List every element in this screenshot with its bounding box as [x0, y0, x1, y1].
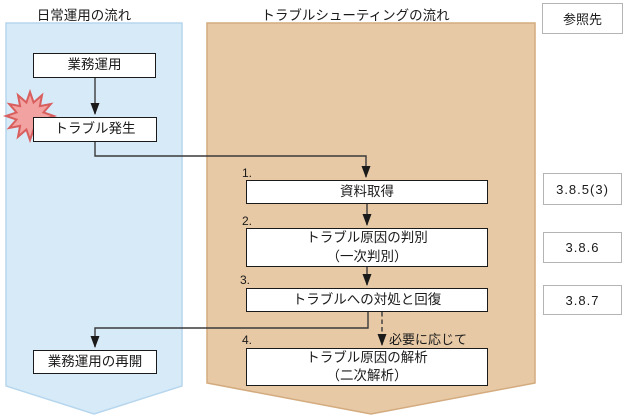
node-step2-label-line2: （一次判別） [326, 248, 408, 264]
step-number-3: 3. [240, 273, 251, 287]
arrow-step3-to-resume [90, 312, 369, 348]
daily-lane-title: 日常運用の流れ [36, 8, 132, 23]
node-business-operation-resume: 業務運用の再開 [33, 350, 157, 374]
node-step2-label-line1: トラブル原因の判別 [306, 230, 428, 246]
reference-box-1: 3.8.5(3) [543, 173, 622, 205]
node-step1-label: 資料取得 [340, 183, 394, 199]
reference-header-box: 参照先 [542, 3, 623, 34]
node-step2-determine-cause: トラブル原因の判別 （一次判別） [246, 228, 488, 267]
node-step4-label-line2: （二次解析） [326, 368, 408, 383]
node-trouble-occurred-label: トラブル発生 [54, 121, 136, 137]
node-step4-label-line1: トラブル原因の解析 [306, 349, 428, 365]
node-step3-label: トラブルへの対処と回復 [292, 291, 442, 307]
troubleshooting-lane-title: トラブルシューティングの流れ [261, 8, 450, 23]
node-business-operation-label: 業務運用 [67, 57, 122, 73]
step-number-2: 2. [242, 214, 253, 228]
node-step3-handle-recover: トラブルへの対処と回復 [246, 288, 488, 312]
step-number-4: 4. [242, 333, 253, 347]
node-business-operation: 業務運用 [33, 53, 156, 78]
reference-box-2: 3.8.6 [543, 232, 622, 263]
reference-header-label: 参照先 [562, 12, 602, 27]
arrow-trouble-to-step1 [94, 142, 371, 178]
node-step4-analyze-cause: トラブル原因の解析 （二次解析） [246, 348, 488, 386]
as-needed-label: 必要に応じて [389, 332, 468, 347]
reference-box-3: 3.8.7 [543, 285, 622, 315]
step-number-1: 1. [242, 166, 253, 180]
node-business-operation-resume-label: 業務運用の再開 [47, 353, 143, 369]
node-trouble-occurred: トラブル発生 [33, 117, 157, 142]
node-step1-collect-data: 資料取得 [246, 180, 488, 204]
